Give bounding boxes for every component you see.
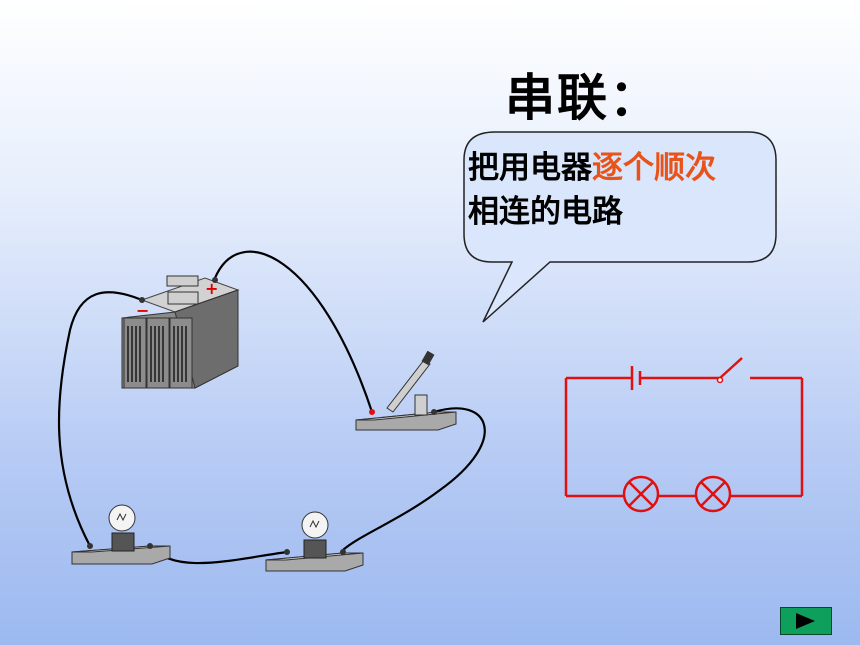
- battery: − +: [121, 275, 240, 389]
- next-slide-button[interactable]: [780, 607, 832, 635]
- series-circuit-schematic: [564, 357, 804, 513]
- battery-negative-label: −: [136, 301, 149, 320]
- bulb-2: [265, 511, 364, 572]
- bulb-1: [71, 504, 171, 565]
- knife-switch: [355, 350, 457, 431]
- definition-text: 把用电器逐个顺次 相连的电路: [468, 146, 778, 234]
- switch-pivot: [716, 376, 724, 384]
- speech-bubble: [463, 131, 777, 323]
- definition-highlight: 逐个顺次: [592, 150, 716, 186]
- battery-positive-label: +: [205, 279, 218, 298]
- wires: [57, 250, 486, 565]
- definition-part-1: 把用电器: [468, 150, 592, 186]
- definition-line-2: 相连的电路: [468, 194, 623, 230]
- page-title: 串联：: [505, 69, 661, 127]
